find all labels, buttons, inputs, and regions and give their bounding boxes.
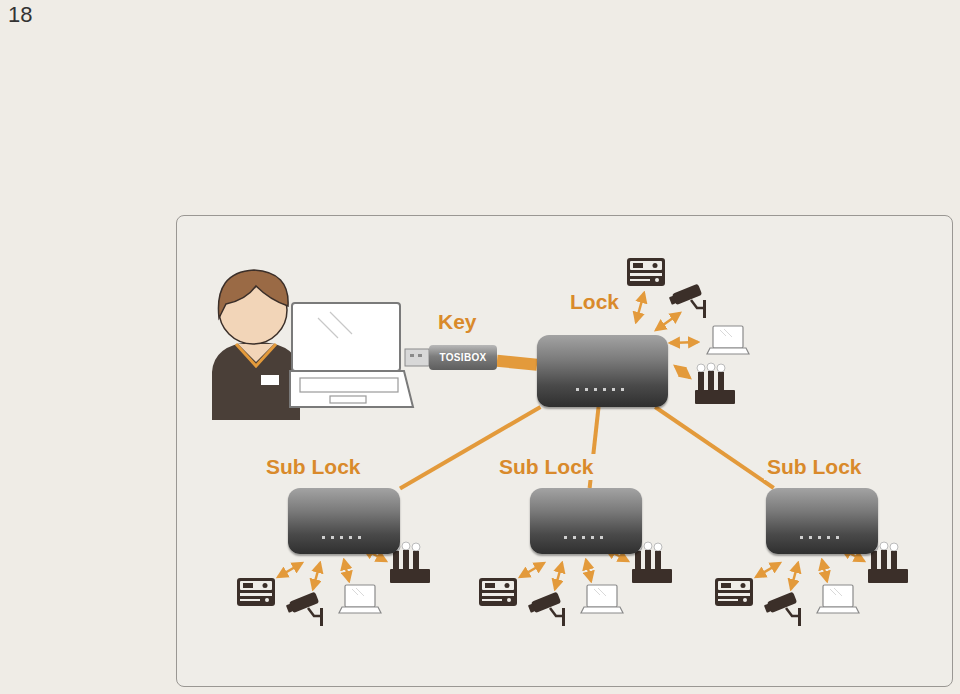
device-label: Sub Lock (496, 454, 597, 480)
laptop-illustration (290, 303, 413, 407)
status-leds (800, 536, 845, 539)
router-box: Sub Lock (288, 488, 400, 554)
sublock-devices (237, 542, 908, 626)
usb-plug (405, 349, 429, 366)
device-label: Key (435, 309, 480, 335)
key-link (497, 361, 537, 365)
page-number: 18 (8, 2, 32, 28)
device-label: Sub Lock (764, 454, 865, 480)
device-label: Sub Lock (263, 454, 364, 480)
usb-key: KeyTOSIBOX (429, 345, 497, 370)
status-leds (576, 388, 628, 391)
user-figure (212, 270, 300, 420)
status-leds (322, 536, 367, 539)
network-link (655, 407, 774, 488)
router-box: Sub Lock (766, 488, 878, 554)
device-label: Lock (567, 289, 622, 315)
status-leds (564, 536, 609, 539)
brand-text: TOSIBOX (440, 352, 487, 363)
router-box: Lock (537, 335, 668, 407)
router-box: Sub Lock (530, 488, 642, 554)
